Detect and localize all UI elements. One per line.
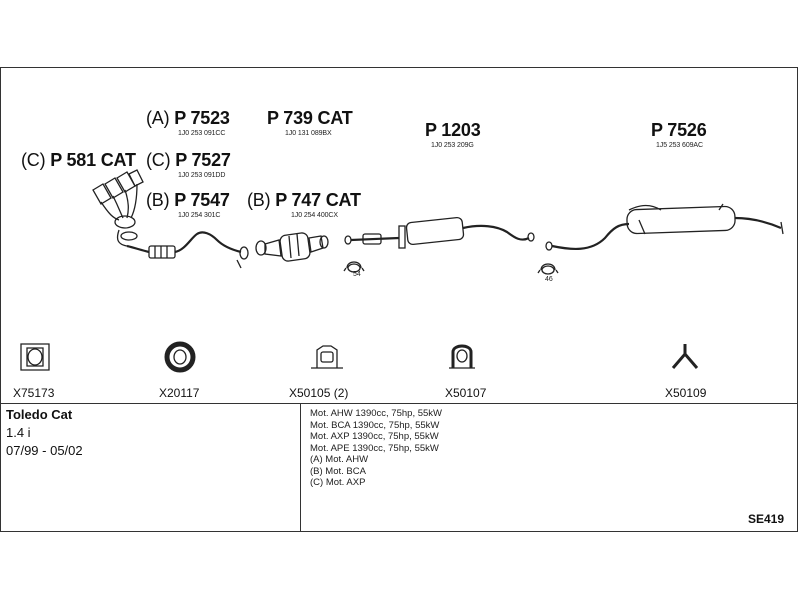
spec-line: (B) Mot. BCA <box>310 465 366 477</box>
table-divider-vertical <box>300 403 301 531</box>
spec-line: Mot. BCA 1390cc, 75hp, 55kW <box>310 419 440 431</box>
part-code-p1203: 1J0 253 209G <box>431 142 474 149</box>
accessory-icons <box>20 341 699 373</box>
y-bracket-icon[interactable] <box>671 344 699 369</box>
clamp-code-46: 46 <box>545 276 553 283</box>
diagram-frame: (A) P 7523 1J0 253 091CC P 739 CAT 1J0 1… <box>0 67 798 532</box>
front-pipe[interactable] <box>116 229 249 269</box>
accessory-label-x50109: X50109 <box>665 386 707 400</box>
part-code-p7547: 1J0 254 301C <box>178 212 221 219</box>
accessory-label-x20117: X20117 <box>159 386 200 400</box>
part-label-p7547[interactable]: (B) P 7547 <box>146 190 230 210</box>
spec-line: Mot. AXP 1390cc, 75hp, 55kW <box>310 431 439 442</box>
part-label-p581[interactable]: (C) P 581 CAT <box>21 150 136 170</box>
part-code-p739: 1J0 131 089BX <box>285 130 332 137</box>
catalytic-converter[interactable] <box>255 232 329 262</box>
exhaust-manifold[interactable] <box>92 169 144 229</box>
rear-silencer[interactable] <box>545 203 784 251</box>
rubber-mount-icon[interactable] <box>311 345 343 369</box>
part-code-p7527: 1J0 253 091DD <box>178 172 226 179</box>
part-code-p747: 1J0 254 400CX <box>291 212 338 219</box>
spec-line: Mot. APE 1390cc, 75hp, 55kW <box>310 442 439 454</box>
spec-line: (C) Mot. AXP <box>310 477 366 488</box>
part-label-p7527[interactable]: (C) P 7527 <box>146 150 231 170</box>
gasket-icon[interactable] <box>20 343 50 371</box>
engine-spec-list: Mot. AHW 1390cc, 75hp, 55kW Mot. BCA 139… <box>310 408 442 489</box>
clamp-54-icon[interactable] <box>343 261 365 273</box>
clamp-code-54: 54 <box>353 271 361 278</box>
accessory-label-x50107: X50107 <box>445 386 487 400</box>
part-label-p1203[interactable]: P 1203 <box>425 120 481 140</box>
part-code-p7523: 1J0 253 091CC <box>178 130 226 137</box>
part-label-p7526[interactable]: P 7526 <box>651 120 707 140</box>
vehicle-years: 07/99 - 05/02 <box>6 443 83 458</box>
exhaust-system-drawing <box>92 169 784 275</box>
middle-silencer[interactable] <box>344 216 535 249</box>
vehicle-engine: 1.4 i <box>6 425 31 440</box>
part-code-p7526: 1J5 253 609AC <box>656 142 703 149</box>
part-label-p739[interactable]: P 739 CAT <box>267 108 353 128</box>
accessory-label-x50105: X50105 (2) <box>289 386 349 400</box>
system-code: SE419 <box>748 512 785 526</box>
part-label-p7523[interactable]: (A) P 7523 <box>146 108 230 128</box>
vehicle-info: Toledo Cat 1.4 i 07/99 - 05/02 <box>6 406 83 460</box>
spec-line: (A) Mot. AHW <box>310 454 369 465</box>
accessory-label-x75173: X75173 <box>13 386 55 400</box>
hanger-icon[interactable] <box>449 344 475 369</box>
table-divider-horizontal <box>0 403 798 404</box>
part-label-p747[interactable]: (B) P 747 CAT <box>247 190 361 210</box>
vehicle-model: Toledo Cat <box>6 407 73 422</box>
ring-icon[interactable] <box>164 341 196 373</box>
spec-line: Mot. AHW 1390cc, 75hp, 55kW <box>310 408 443 419</box>
clamp-46-icon[interactable] <box>537 263 559 275</box>
